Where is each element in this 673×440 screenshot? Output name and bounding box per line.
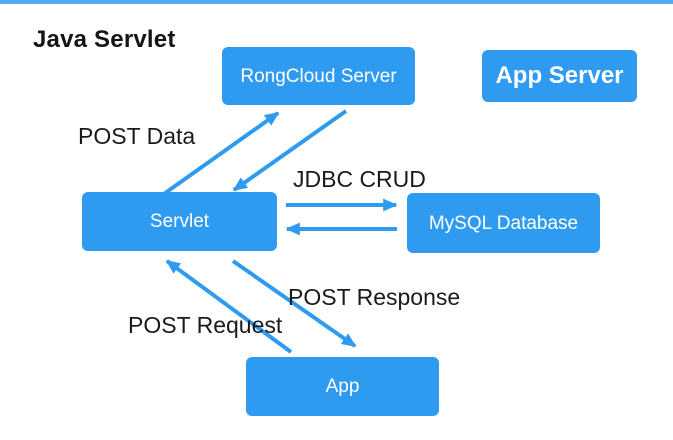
rongcloud-to-servlet-arrow [232, 109, 348, 192]
top-accent-bar [0, 0, 673, 4]
app-to-servlet-arrow [165, 259, 293, 354]
label-post-data: POST Data [78, 123, 196, 149]
label-post-request: POST Request [128, 312, 283, 338]
page-title: Java Servlet [33, 26, 176, 53]
node-label-app-server: App Server [495, 62, 624, 89]
node-app: App [246, 357, 439, 416]
node-mysql-database: MySQL Database [407, 193, 600, 253]
node-app-server: App Server [482, 50, 637, 102]
servlet-to-app-arrow [231, 259, 357, 348]
node-label-rongcloud-server: RongCloud Server [240, 65, 397, 87]
node-servlet: Servlet [82, 192, 277, 251]
servlet-to-rongcloud-arrow [159, 111, 280, 198]
node-rongcloud-server: RongCloud Server [222, 47, 415, 105]
label-post-response: POST Response [288, 284, 461, 310]
node-label-servlet: Servlet [149, 211, 210, 232]
label-jdbc-crud: JDBC CRUD [293, 166, 426, 192]
node-label-mysql-database: MySQL Database [428, 212, 579, 234]
node-label-app: App [325, 376, 360, 397]
